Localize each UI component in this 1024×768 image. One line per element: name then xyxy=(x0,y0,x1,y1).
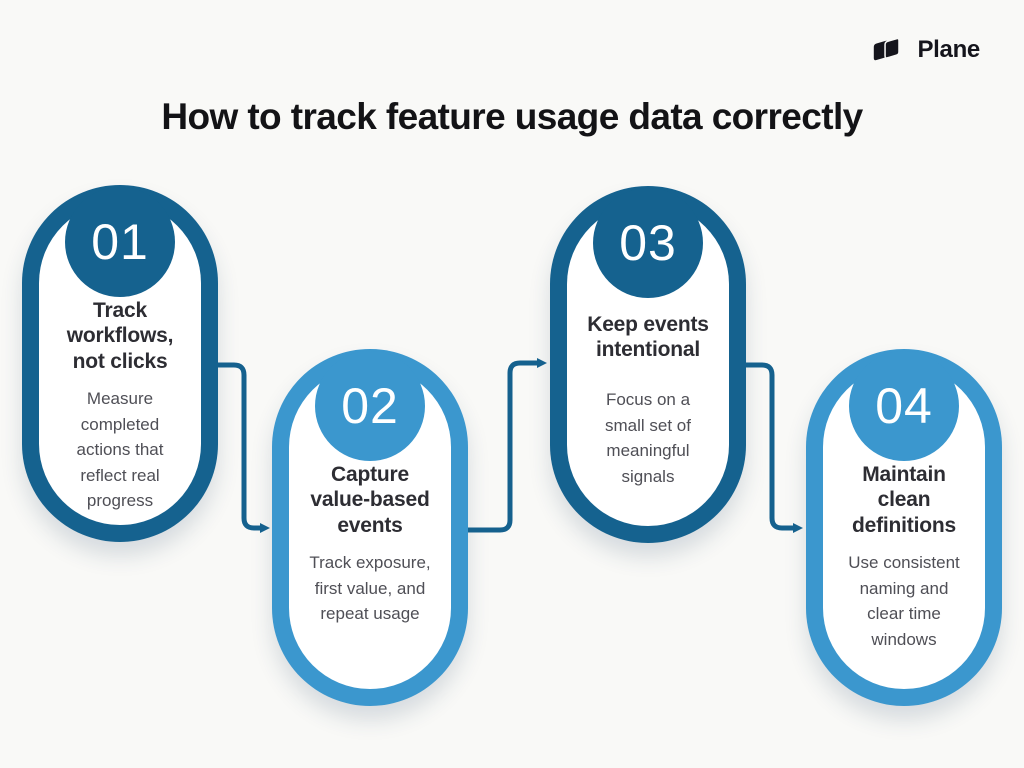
step-3-heading: Keep events intentional xyxy=(587,312,709,361)
step-2-number-badge: 02 xyxy=(315,351,425,461)
page-title: How to track feature usage data correctl… xyxy=(161,96,863,137)
step-3-body: Focus on a small set of meaningful signa… xyxy=(605,390,691,486)
step-card-3: 03 Keep events intentional Focus on a sm… xyxy=(550,186,746,543)
step-2-heading: Capture value-based events xyxy=(310,463,430,537)
step-4-heading: Maintain clean definitions xyxy=(852,463,956,537)
step-3-content: Keep events intentional Focus on a small… xyxy=(562,298,734,489)
step-2-body: Track exposure, first value, and repeat … xyxy=(309,553,431,623)
connector-2-3 xyxy=(468,358,547,533)
step-1-number: 01 xyxy=(91,214,149,270)
step-1-body: Measure completed actions that reflect r… xyxy=(76,389,164,510)
brand-name: Plane xyxy=(917,36,980,63)
step-3-number: 03 xyxy=(619,215,677,271)
step-card-2: 02 Capture value-based events Track expo… xyxy=(272,349,468,706)
step-2-number: 02 xyxy=(341,378,399,434)
step-1-content: Track workflows, not clicks Measure comp… xyxy=(34,297,206,514)
step-4-content: Maintain clean definitions Use consisten… xyxy=(818,461,990,652)
step-4-number-badge: 04 xyxy=(849,351,959,461)
step-4-number: 04 xyxy=(875,378,933,434)
brand-logo: Plane xyxy=(872,36,980,64)
step-1-number-badge: 01 xyxy=(65,187,175,297)
step-card-4: 04 Maintain clean definitions Use consis… xyxy=(806,349,1002,706)
step-1-heading: Track workflows, not clicks xyxy=(66,299,174,373)
step-3-number-badge: 03 xyxy=(593,188,703,298)
step-2-content: Capture value-based events Track exposur… xyxy=(284,461,456,627)
plane-logo-icon xyxy=(872,37,908,64)
connector-3-4 xyxy=(746,362,803,533)
step-4-body: Use consistent naming and clear time win… xyxy=(848,553,960,649)
connector-1-2 xyxy=(218,362,270,533)
step-card-1: 01 Track workflows, not clicks Measure c… xyxy=(22,185,218,542)
